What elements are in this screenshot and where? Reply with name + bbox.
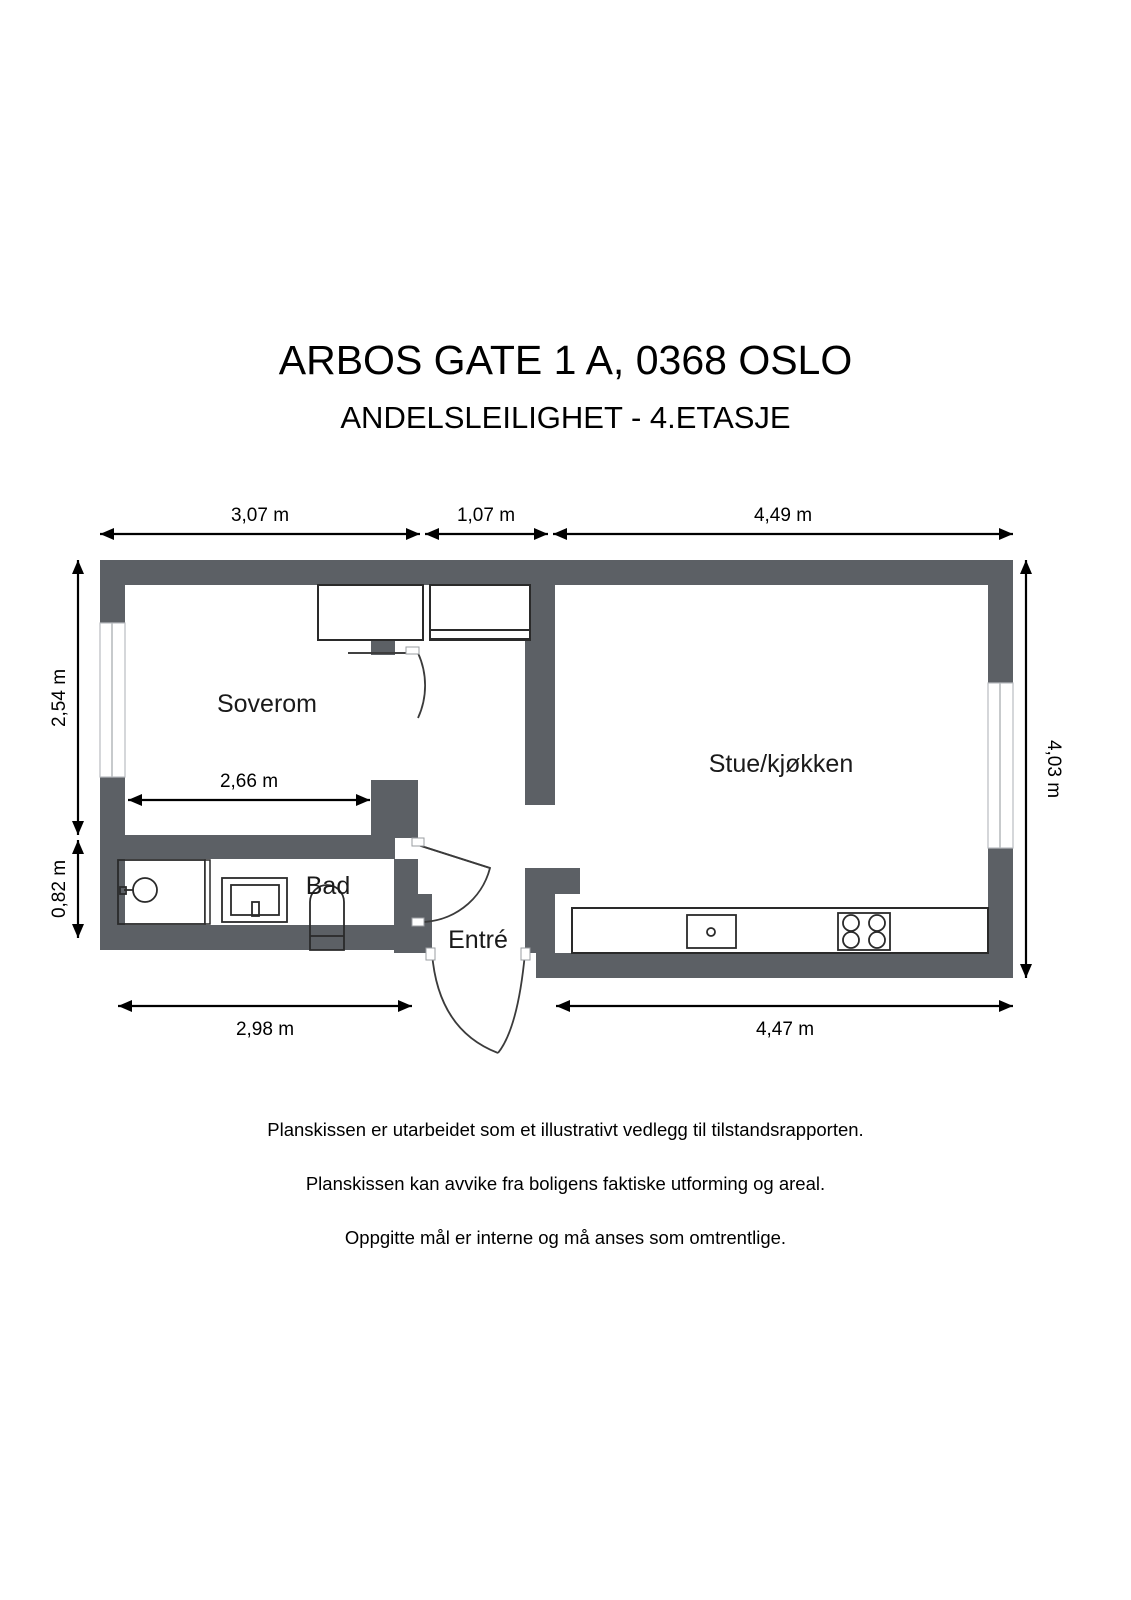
dim-top-3: 4,49 m [754, 505, 812, 526]
wardrobe-left [317, 584, 424, 641]
room-label-bad: Bad [306, 872, 350, 900]
stove [837, 912, 891, 951]
shower [117, 859, 206, 925]
door-soverom [348, 646, 426, 719]
window-soverom-left [99, 622, 126, 778]
dim-left-2: 0,82 m [49, 860, 70, 918]
dim-bottom-1: 2,98 m [236, 1019, 294, 1040]
kitchen-counter [571, 907, 989, 954]
room-label-soverom: Soverom [217, 690, 317, 718]
dimensions-bottom: 2,98 m 4,47 m [118, 1000, 1013, 1040]
footer-line-1: Planskissen er utarbeidet som et illustr… [267, 1119, 864, 1140]
room-label-entre: Entré [448, 926, 508, 954]
title-block: ARBOS GATE 1 A, 0368 OSLO ANDELSLEILIGHE… [0, 337, 1131, 436]
dim-right-1: 4,03 m [1043, 740, 1064, 798]
floorplan-svg: 3,07 m 1,07 m 4,49 m 2,54 m [49, 505, 1064, 1054]
door-entrance [425, 947, 531, 1054]
shower-screen [204, 859, 211, 925]
dimensions-right: 4,03 m [1020, 560, 1064, 978]
door-bad [411, 837, 492, 927]
footer-disclaimer: Planskissen er utarbeidet som et illustr… [0, 1118, 1131, 1280]
kitchen-sink [686, 914, 737, 949]
room-label-stue-kjokken: Stue/kjøkken [709, 750, 854, 778]
footer-line-2: Planskissen kan avvike fra boligens fakt… [305, 1173, 826, 1195]
footer-line-3: Oppgitte mål er interne og må anses som … [344, 1227, 787, 1249]
dimensions-left: 2,54 m 0,82 m [49, 560, 84, 938]
window-stue-right [987, 682, 1014, 849]
dim-top-1: 3,07 m [231, 505, 289, 526]
wardrobe-right [429, 584, 531, 641]
page-title: ARBOS GATE 1 A, 0368 OSLO [278, 337, 853, 383]
toilet [309, 884, 345, 951]
dimensions-top: 3,07 m 1,07 m 4,49 m [100, 505, 1013, 540]
dim-bottom-2: 4,47 m [756, 1019, 814, 1040]
dim-interior-1: 2,66 m [220, 771, 278, 792]
dimensions-interior: 2,66 m [128, 771, 370, 806]
floorplan-drawing: 3,07 m 1,07 m 4,49 m 2,54 m [0, 490, 1131, 1080]
page-subtitle: ANDELSLEILIGHET - 4.ETASJE [340, 400, 791, 436]
dim-left-1: 2,54 m [49, 669, 70, 727]
dim-top-2: 1,07 m [457, 505, 515, 526]
sink-vanity [221, 877, 288, 923]
